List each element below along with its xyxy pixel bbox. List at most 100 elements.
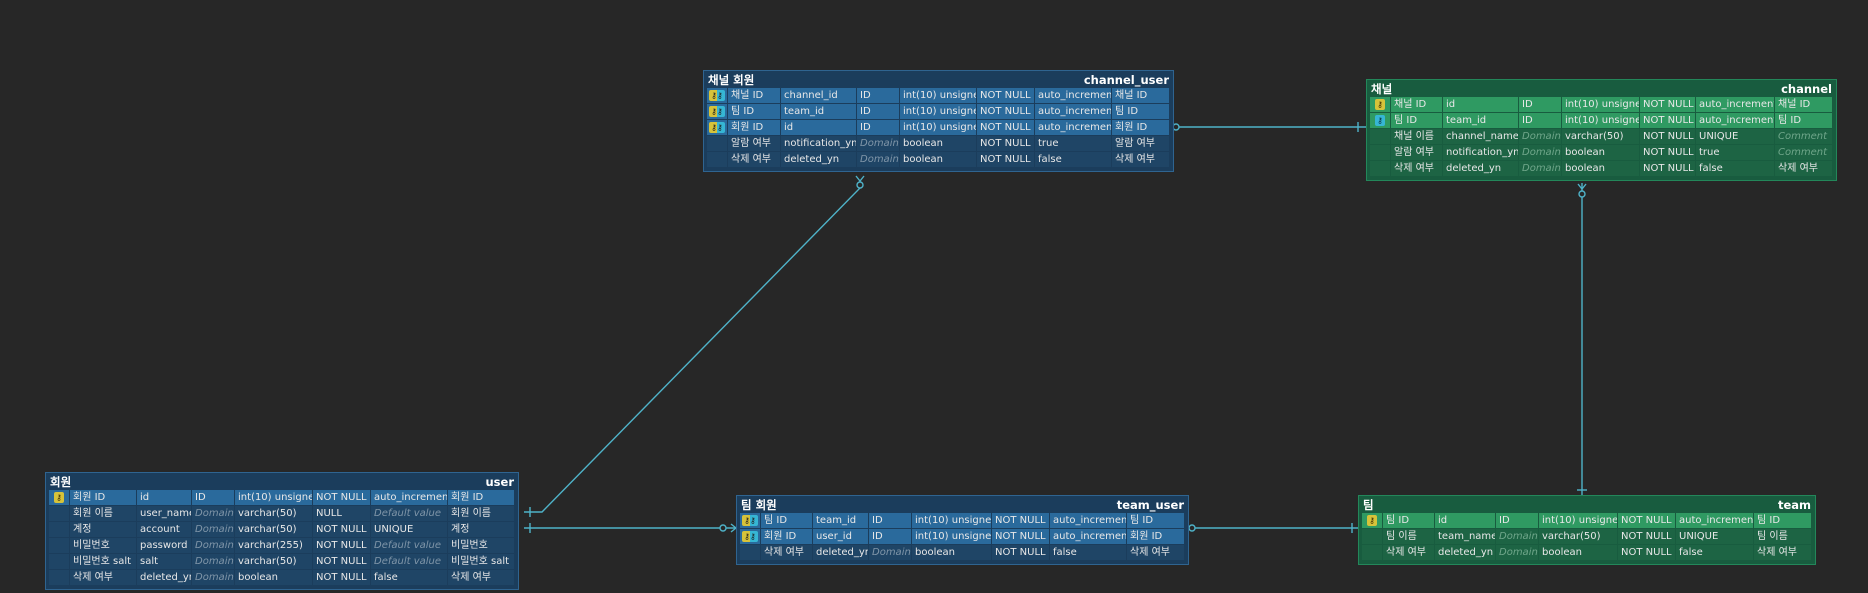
pk-fk-key-icon: ⚷⚷	[742, 531, 758, 542]
key-cell	[1370, 161, 1390, 176]
rel-channel-channel-user[interactable]	[1162, 122, 1366, 132]
rel-team-team-user[interactable]	[1178, 523, 1358, 533]
pk-fk-key-icon: ⚷⚷	[709, 122, 725, 133]
comment-cell: Comment	[1775, 129, 1832, 144]
table-physical-name: channel_user	[1083, 72, 1169, 87]
logical-name-cell: 회원 ID	[70, 490, 136, 505]
default-cell: false	[1050, 545, 1126, 560]
logical-name-cell: 삭제 여부	[1383, 545, 1434, 560]
physical-name-cell: notification_yn	[1443, 145, 1518, 160]
nullable-cell: NOT NULL	[313, 554, 370, 569]
key-cell: ⚷	[1362, 513, 1382, 528]
table-physical-name: channel	[1781, 81, 1832, 96]
nullable-cell: NOT NULL	[313, 570, 370, 585]
default-cell: UNIQUE	[1676, 529, 1753, 544]
key-cell	[49, 538, 69, 553]
default-cell: Default value	[371, 554, 447, 569]
key-cell	[707, 152, 727, 167]
domain-cell: ID	[857, 88, 899, 103]
data-type-cell: int(10) unsigned	[900, 104, 976, 119]
default-cell: false	[1676, 545, 1753, 560]
data-type-cell: boolean	[1562, 145, 1639, 160]
nullable-cell: NOT NULL	[1618, 529, 1675, 544]
default-cell: false	[371, 570, 447, 585]
fk-key-icon: ⚷	[1375, 115, 1385, 126]
physical-name-cell: id	[1443, 97, 1518, 112]
comment-cell: 팀 ID	[1127, 513, 1184, 528]
comment-cell: 삭제 여부	[448, 570, 514, 585]
data-type-cell: boolean	[235, 570, 312, 585]
physical-name-cell: account	[137, 522, 191, 537]
nullable-cell: NOT NULL	[313, 522, 370, 537]
table-logical-name: 팀 회원	[741, 497, 777, 512]
data-type-cell: boolean	[900, 152, 976, 167]
rel-team-channel[interactable]	[1577, 183, 1587, 496]
physical-name-cell: channel_id	[781, 88, 856, 103]
logical-name-cell: 채널 ID	[728, 88, 780, 103]
comment-cell: 채널 ID	[1112, 88, 1169, 103]
rel-user-channel-user[interactable]	[524, 175, 865, 517]
key-cell: ⚷⚷	[740, 529, 760, 544]
comment-cell: 채널 ID	[1775, 97, 1832, 112]
comment-cell: 삭제 여부	[1754, 545, 1811, 560]
default-cell: auto_increment	[371, 490, 447, 505]
default-cell: auto_increment	[1050, 529, 1126, 544]
default-cell: UNIQUE	[1696, 129, 1774, 144]
domain-cell: ID	[857, 120, 899, 135]
key-cell: ⚷	[1370, 113, 1390, 128]
table-logical-name: 회원	[50, 474, 72, 489]
data-type-cell: varchar(255)	[235, 538, 312, 553]
data-type-cell: int(10) unsigned	[912, 529, 991, 544]
default-cell: auto_increment	[1050, 513, 1126, 528]
default-cell: auto_increment	[1696, 97, 1774, 112]
logical-name-cell: 팀 ID	[761, 513, 812, 528]
comment-cell: 삭제 여부	[1127, 545, 1184, 560]
pk-fk-key-icon: ⚷⚷	[742, 515, 758, 526]
key-cell	[1370, 129, 1390, 144]
default-cell: Default value	[371, 506, 447, 521]
domain-cell: Domain	[1519, 145, 1561, 160]
comment-cell: 삭제 여부	[1775, 161, 1832, 176]
nullable-cell: NOT NULL	[992, 545, 1049, 560]
logical-name-cell: 팀 ID	[1391, 113, 1442, 128]
rel-user-team-user[interactable]	[524, 523, 738, 533]
physical-name-cell: channel_name	[1443, 129, 1518, 144]
physical-name-cell: team_name	[1435, 529, 1495, 544]
default-cell: false	[1696, 161, 1774, 176]
logical-name-cell: 팀 ID	[728, 104, 780, 119]
physical-name-cell: user_id	[813, 529, 868, 544]
physical-name-cell: team_id	[781, 104, 856, 119]
